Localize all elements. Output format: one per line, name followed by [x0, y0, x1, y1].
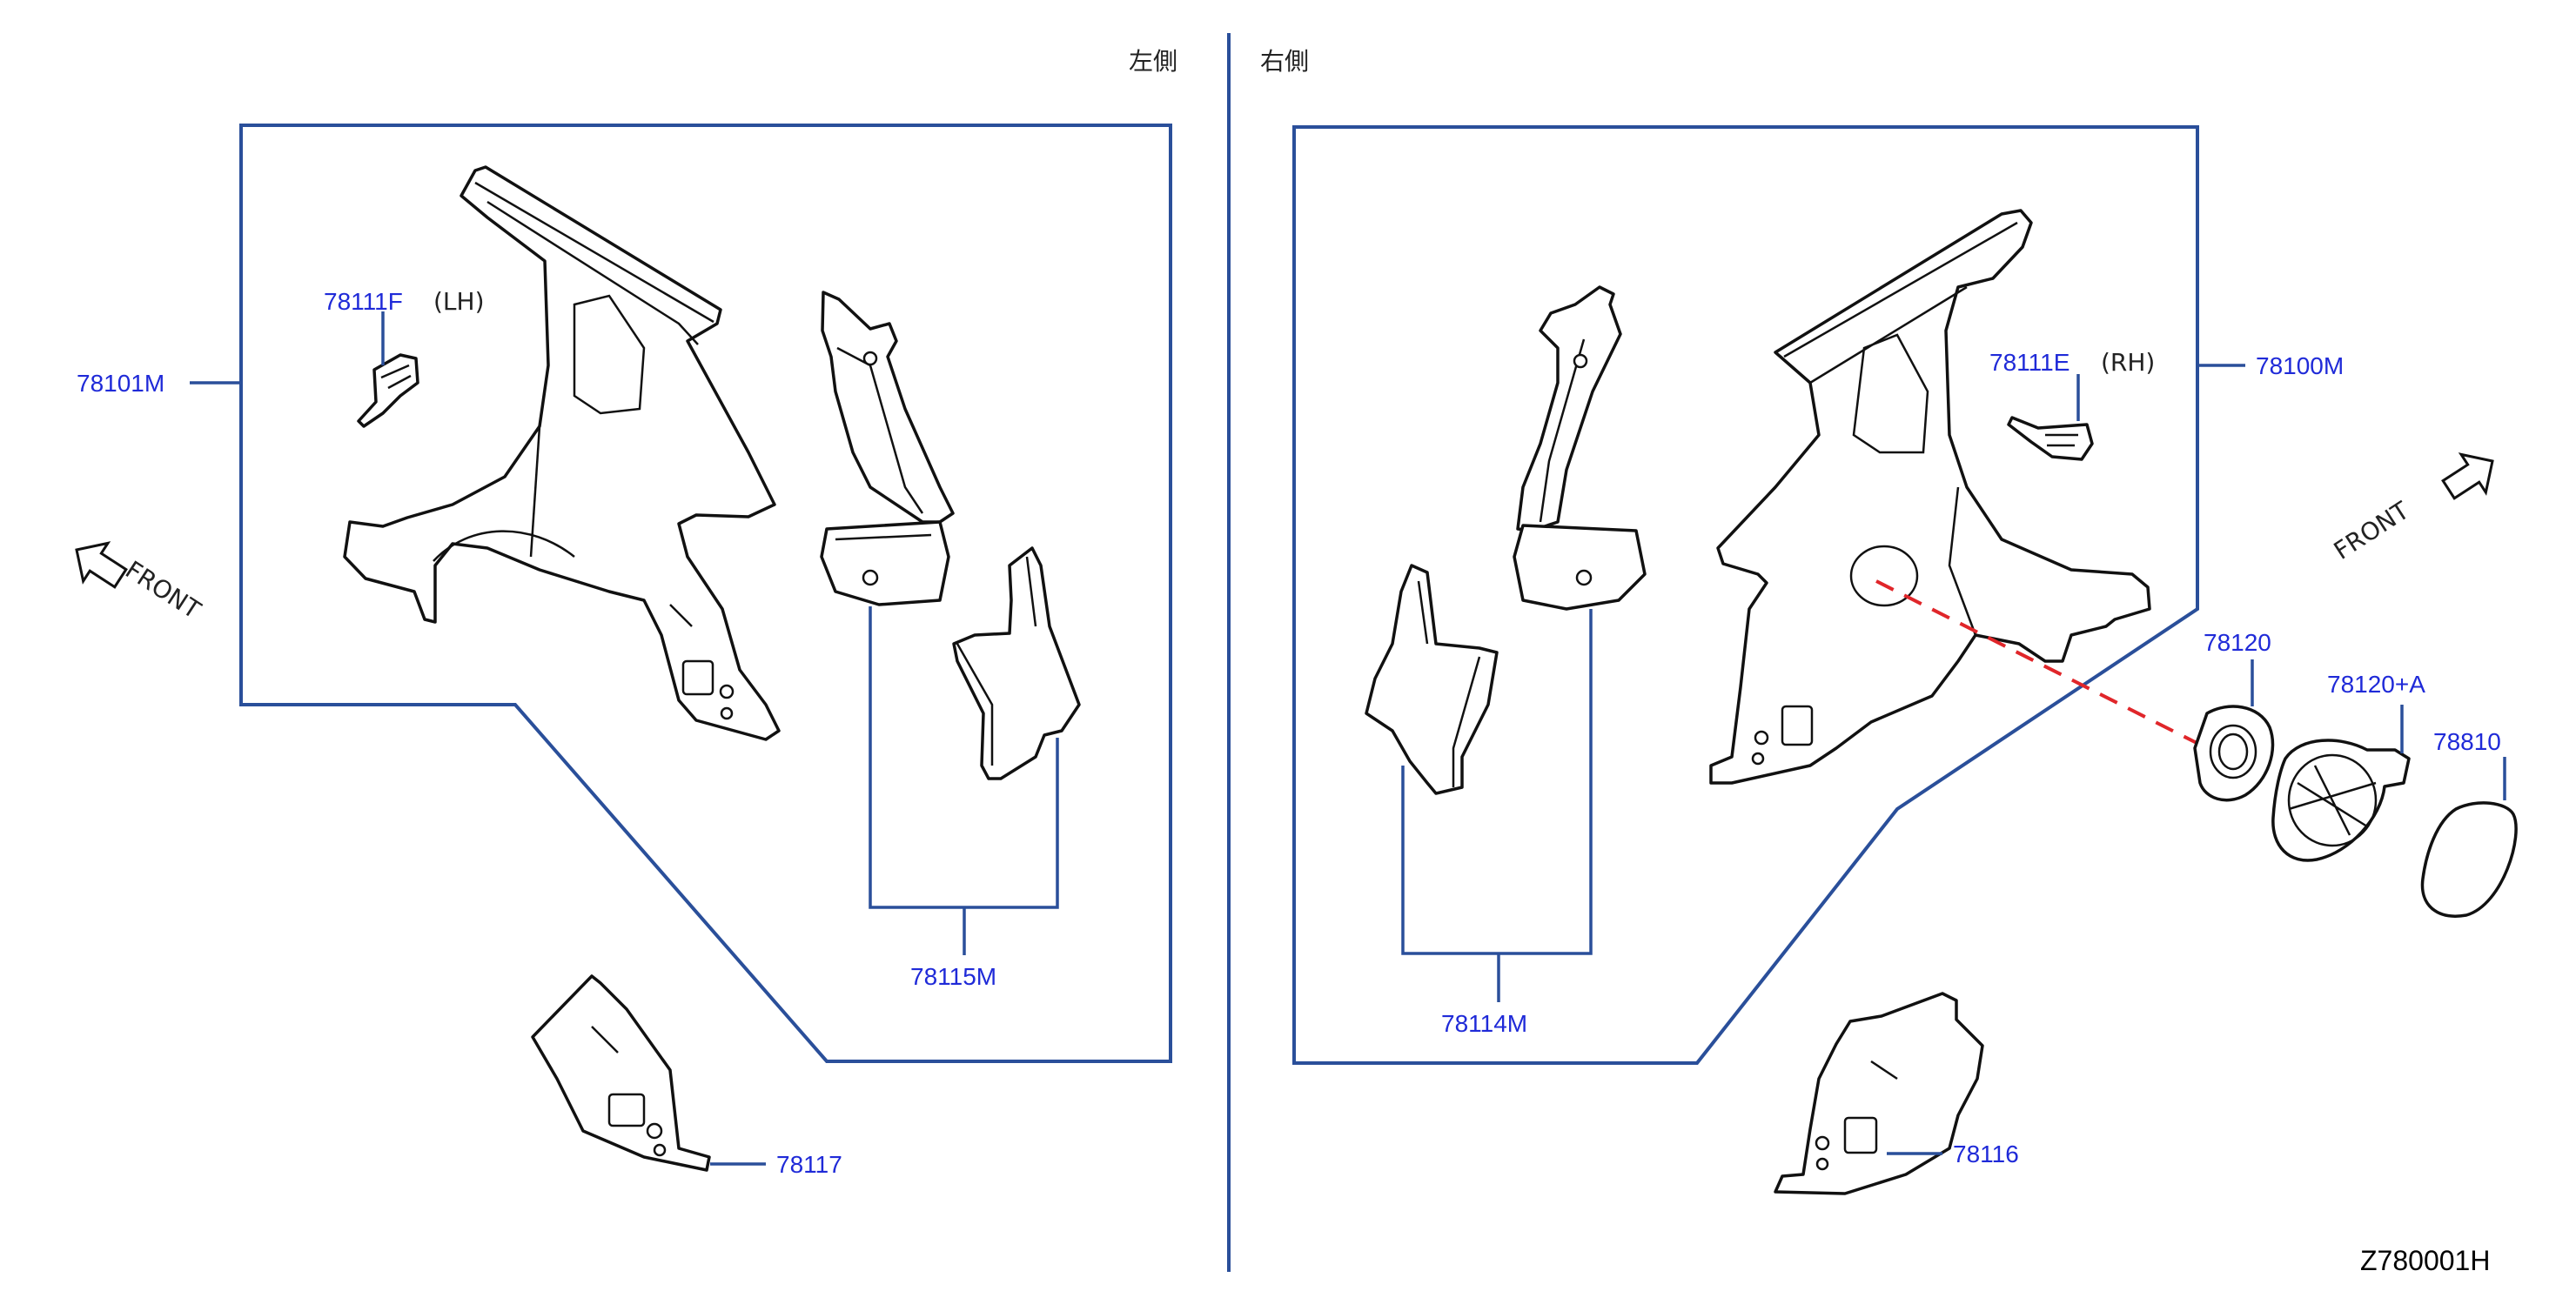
clip-78111E-icon[interactable]	[2007, 416, 2094, 461]
wheelhouse-inner-78114M[interactable]	[1365, 564, 1499, 795]
bracket-78116[interactable]	[1774, 992, 1984, 1195]
label-78101M[interactable]: 78101M	[77, 370, 164, 397]
label-78111F[interactable]: 78111F	[324, 288, 403, 315]
right-assembly-frame	[1292, 125, 2199, 1065]
fuel-filler-base-78120[interactable]	[2193, 705, 2275, 802]
label-78810[interactable]: 78810	[2433, 728, 2501, 755]
fuel-filler-opening-icon	[1849, 545, 1919, 607]
right-side-heading: 右側	[1260, 47, 1309, 76]
inner-pillar-upper-78114M[interactable]	[1516, 285, 1622, 532]
left-side-heading: 左側	[1129, 47, 1177, 76]
front-arrow-left-icon	[75, 541, 128, 589]
label-78100M[interactable]: 78100M	[2256, 352, 2344, 379]
diagram-code: Z780001H	[2360, 1245, 2490, 1276]
left-assembly-frame	[239, 124, 1172, 1063]
label-78117[interactable]: 78117	[776, 1151, 842, 1178]
inner-pillar-upper-78115M[interactable]	[821, 291, 955, 524]
bracket-78117[interactable]	[531, 974, 711, 1172]
label-rh: (RH)	[2101, 348, 2155, 377]
label-78111E[interactable]: 78111E	[1989, 349, 2070, 376]
front-label-left: FRONT	[120, 555, 206, 625]
leader-78114M	[1401, 609, 1593, 955]
left-rear-fender-panel[interactable]	[343, 165, 781, 741]
front-label-right: FRONT	[2329, 496, 2415, 565]
drain-hole-icon	[681, 659, 714, 696]
label-78115M[interactable]: 78115M	[910, 963, 996, 990]
wheelhouse-inner-78115M[interactable]	[952, 546, 1081, 780]
inner-pillar-bracket-78114M[interactable]	[1513, 524, 1647, 611]
label-78114M[interactable]: 78114M	[1441, 1010, 1527, 1037]
fuel-filler-lid-assembly-78120A[interactable]	[2271, 739, 2411, 862]
label-78120A[interactable]: 78120+A	[2327, 671, 2425, 698]
right-rear-fender-panel[interactable]	[1709, 209, 2151, 785]
label-78120[interactable]: 78120	[2204, 629, 2271, 656]
clip-78111F-icon[interactable]	[357, 353, 419, 428]
label-78116[interactable]: 78116	[1953, 1140, 2019, 1167]
front-arrow-right-icon	[2441, 452, 2494, 500]
inner-pillar-bracket-78115M[interactable]	[820, 520, 950, 606]
fuel-filler-door-78810[interactable]	[2420, 801, 2518, 918]
label-lh: (LH)	[433, 287, 485, 316]
